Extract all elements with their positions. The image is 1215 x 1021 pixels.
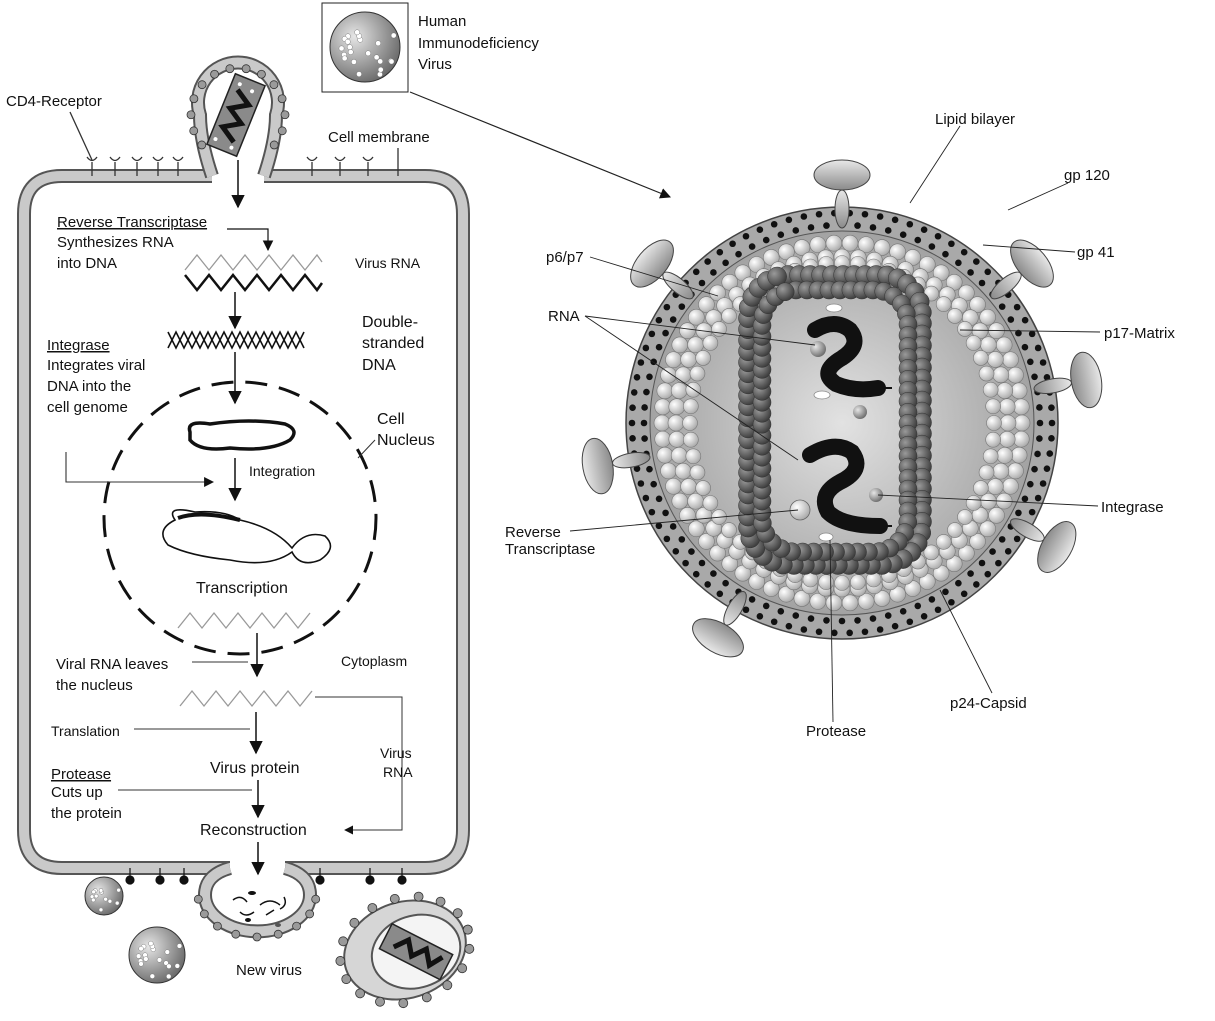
protease-label: Protease [806, 723, 866, 740]
p24-capsid-label: p24-Capsid [950, 695, 1027, 712]
hiv-virion-structure: Lipid bilayer gp 120 gp 41 p6/p7 RNA p17… [505, 111, 1175, 740]
protease-desc-1: Cuts up [51, 784, 103, 801]
integrase-label: Integrase [1101, 499, 1164, 516]
p6p7-label: p6/p7 [546, 249, 584, 266]
virus-rna-label: Virus RNA [355, 255, 421, 271]
free-virus-medium [128, 926, 186, 984]
entry-vesicle [186, 55, 290, 179]
reconstruction-label: Reconstruction [200, 822, 307, 839]
rna-strand-1 [807, 316, 886, 398]
virus-protein-label: Virus protein [210, 760, 300, 777]
host-cell: CD4-Receptor Cell membrane Reverse Trans… [6, 55, 475, 1009]
rt-desc-1: Synthesizes RNA [57, 234, 174, 251]
virus-rna-2a: Virus [380, 745, 412, 761]
dna-zigzag [184, 272, 324, 293]
budding-vesicle [193, 861, 321, 942]
rt-label-2: Transcriptase [505, 541, 595, 558]
integrase-desc-3: cell genome [47, 399, 128, 416]
rna-label: RNA [548, 308, 580, 325]
dsdna-label-2: stranded [362, 335, 424, 352]
integrated-dna-loop [162, 509, 332, 564]
free-virus-small [84, 876, 124, 916]
rt-desc-2: into DNA [57, 255, 117, 272]
membrane-proteins-bottom [125, 868, 407, 885]
protease-enzyme-label: Protease [51, 766, 111, 783]
cd4-receptor-label: CD4-Receptor [6, 93, 102, 110]
translation-label: Translation [51, 723, 120, 739]
cd4-receptors [69, 111, 399, 176]
rna-zigzag [184, 253, 323, 272]
rt-enzyme-label: Reverse Transcriptase [57, 214, 207, 231]
p24-capsid [738, 265, 932, 575]
legend-line-2: Immunodeficiency [418, 35, 539, 52]
nucleus-label-1: Cell [377, 411, 405, 428]
gp120-label: gp 120 [1064, 167, 1110, 184]
integration-label: Integration [249, 463, 315, 479]
rna-leaves-2: the nucleus [56, 677, 133, 694]
gp120-gp41-spikes [581, 159, 1103, 658]
host-dna-loop [187, 419, 296, 451]
rt-label-1: Reverse [505, 524, 561, 541]
rna-strand-2 [802, 438, 888, 534]
integrase-enzyme-label: Integrase [47, 337, 110, 354]
cell-nucleus [102, 380, 378, 656]
gp41-label: gp 41 [1077, 244, 1115, 261]
protease-desc-2: the protein [51, 805, 122, 822]
transcription-label: Transcription [196, 580, 288, 597]
dsdna-label-3: DNA [362, 357, 396, 374]
legend-line-1: Human [418, 13, 466, 30]
p17-matrix-label: p17-Matrix [1104, 325, 1175, 342]
rna-leaves-1: Viral RNA leaves [56, 656, 168, 673]
virus-rna-2b: RNA [383, 764, 413, 780]
double-stranded-dna [167, 330, 305, 350]
cytoplasm-label: Cytoplasm [341, 653, 407, 669]
hiv-particle-icon [329, 11, 401, 83]
lipid-bilayer [628, 209, 1056, 637]
dsdna-label-1: Double- [362, 314, 418, 331]
legend-line-3: Virus [418, 56, 452, 73]
lipid-bilayer-label: Lipid bilayer [935, 111, 1015, 128]
nucleus-label-2: Nucleus [377, 432, 435, 449]
mature-virion [335, 891, 475, 1009]
cell-membrane-label: Cell membrane [328, 129, 430, 146]
integrase-desc-2: DNA into the [47, 378, 131, 395]
integrase-desc-1: Integrates viral [47, 357, 145, 374]
hiv-legend: Human Immunodeficiency Virus [321, 2, 672, 199]
new-virus-label: New virus [236, 962, 302, 979]
